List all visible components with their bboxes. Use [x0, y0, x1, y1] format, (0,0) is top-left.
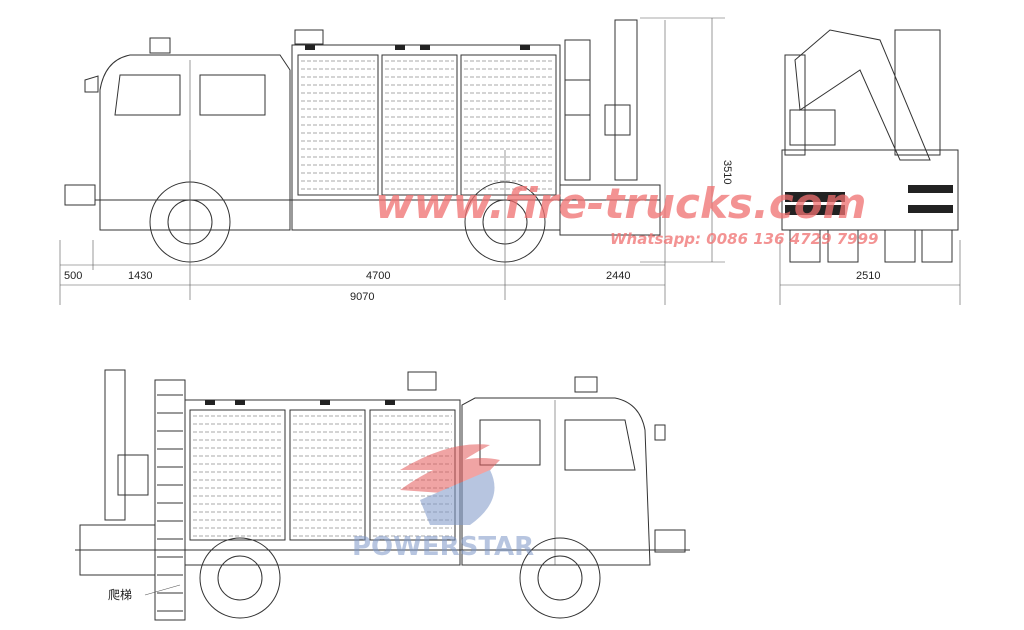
- rear-compartment: [559, 184, 661, 236]
- dim-wheelbase: 4700: [366, 270, 390, 282]
- powerstar-logo: POWERSTAR: [352, 444, 534, 562]
- beacon-light: [294, 29, 324, 45]
- beacon-light: [149, 37, 171, 54]
- rear-view: [781, 29, 959, 263]
- rear-wheel: [199, 537, 281, 619]
- dim-overall-height: 3510: [721, 160, 733, 184]
- crane-boom: [104, 369, 126, 521]
- roller-shutter-1: [297, 54, 379, 196]
- crane-arm: [794, 29, 931, 161]
- front-bumper: [654, 529, 686, 553]
- dimension-lines: [59, 17, 961, 305]
- side-view-left: [64, 19, 661, 300]
- side-view-right: [75, 369, 690, 621]
- mirror: [84, 75, 99, 93]
- crane-boom: [614, 19, 638, 181]
- dim-overall-width: 2510: [856, 270, 880, 282]
- dim-front-overhang: 500: [64, 270, 82, 282]
- beacon-light: [574, 376, 598, 393]
- dim-cab-to-axle: 1430: [128, 270, 152, 282]
- roller-shutter-2: [289, 409, 366, 541]
- ladder: [154, 379, 186, 621]
- roller-shutter-3: [460, 54, 557, 196]
- beacon-light: [407, 371, 437, 391]
- roller-shutter-2: [381, 54, 458, 196]
- dim-rear-overhang: 2440: [606, 270, 630, 282]
- whatsapp-watermark: Whatsapp: 0086 136 4729 7999: [610, 230, 878, 248]
- ladder: [564, 39, 591, 181]
- roller-shutter-1: [189, 409, 286, 541]
- dim-overall-length: 9070: [350, 291, 374, 303]
- cab-outline: [461, 397, 651, 566]
- cab-outline: [99, 54, 291, 231]
- front-wheel: [519, 537, 601, 619]
- ladder-label: 爬梯: [108, 588, 132, 602]
- front-bumper: [64, 184, 96, 206]
- logo-text: POWERSTAR: [352, 532, 534, 562]
- mirror: [654, 424, 666, 441]
- website-watermark: www.fire-trucks.com: [375, 179, 866, 228]
